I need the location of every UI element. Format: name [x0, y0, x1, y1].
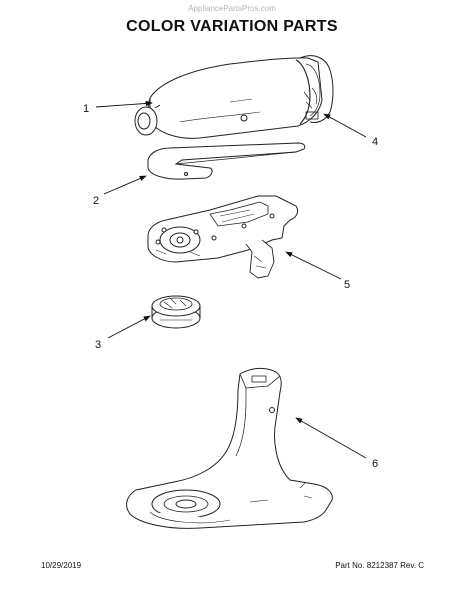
part-1-motor-housing[interactable] — [134, 55, 334, 139]
callout-2: 2 — [93, 195, 99, 207]
leader-line-3 — [107, 315, 151, 339]
callout-5: 5 — [344, 279, 350, 291]
leader-line-4 — [323, 113, 367, 138]
part-2-trim-band[interactable] — [147, 142, 306, 180]
footer-date: 10/29/2019 — [41, 561, 82, 570]
callout-4: 4 — [372, 136, 378, 148]
part-5-gear-housing[interactable] — [147, 195, 299, 279]
leader-line-2 — [103, 175, 147, 195]
leader-line-5 — [285, 251, 342, 280]
part-6-pedestal-base[interactable] — [126, 367, 333, 529]
callout-6: 6 — [372, 458, 378, 470]
leader-line-6 — [295, 417, 367, 459]
part-3-control-disc[interactable] — [151, 295, 201, 329]
page-title: COLOR VARIATION PARTS — [126, 18, 338, 35]
callout-3: 3 — [95, 339, 101, 351]
footer-part-info: Part No. 8212387 Rev. C — [335, 561, 424, 570]
leader-lines — [95, 100, 367, 459]
leader-line-1 — [95, 100, 153, 108]
watermark: AppliancePartsPros.com — [188, 4, 276, 13]
callout-1: 1 — [83, 103, 89, 115]
